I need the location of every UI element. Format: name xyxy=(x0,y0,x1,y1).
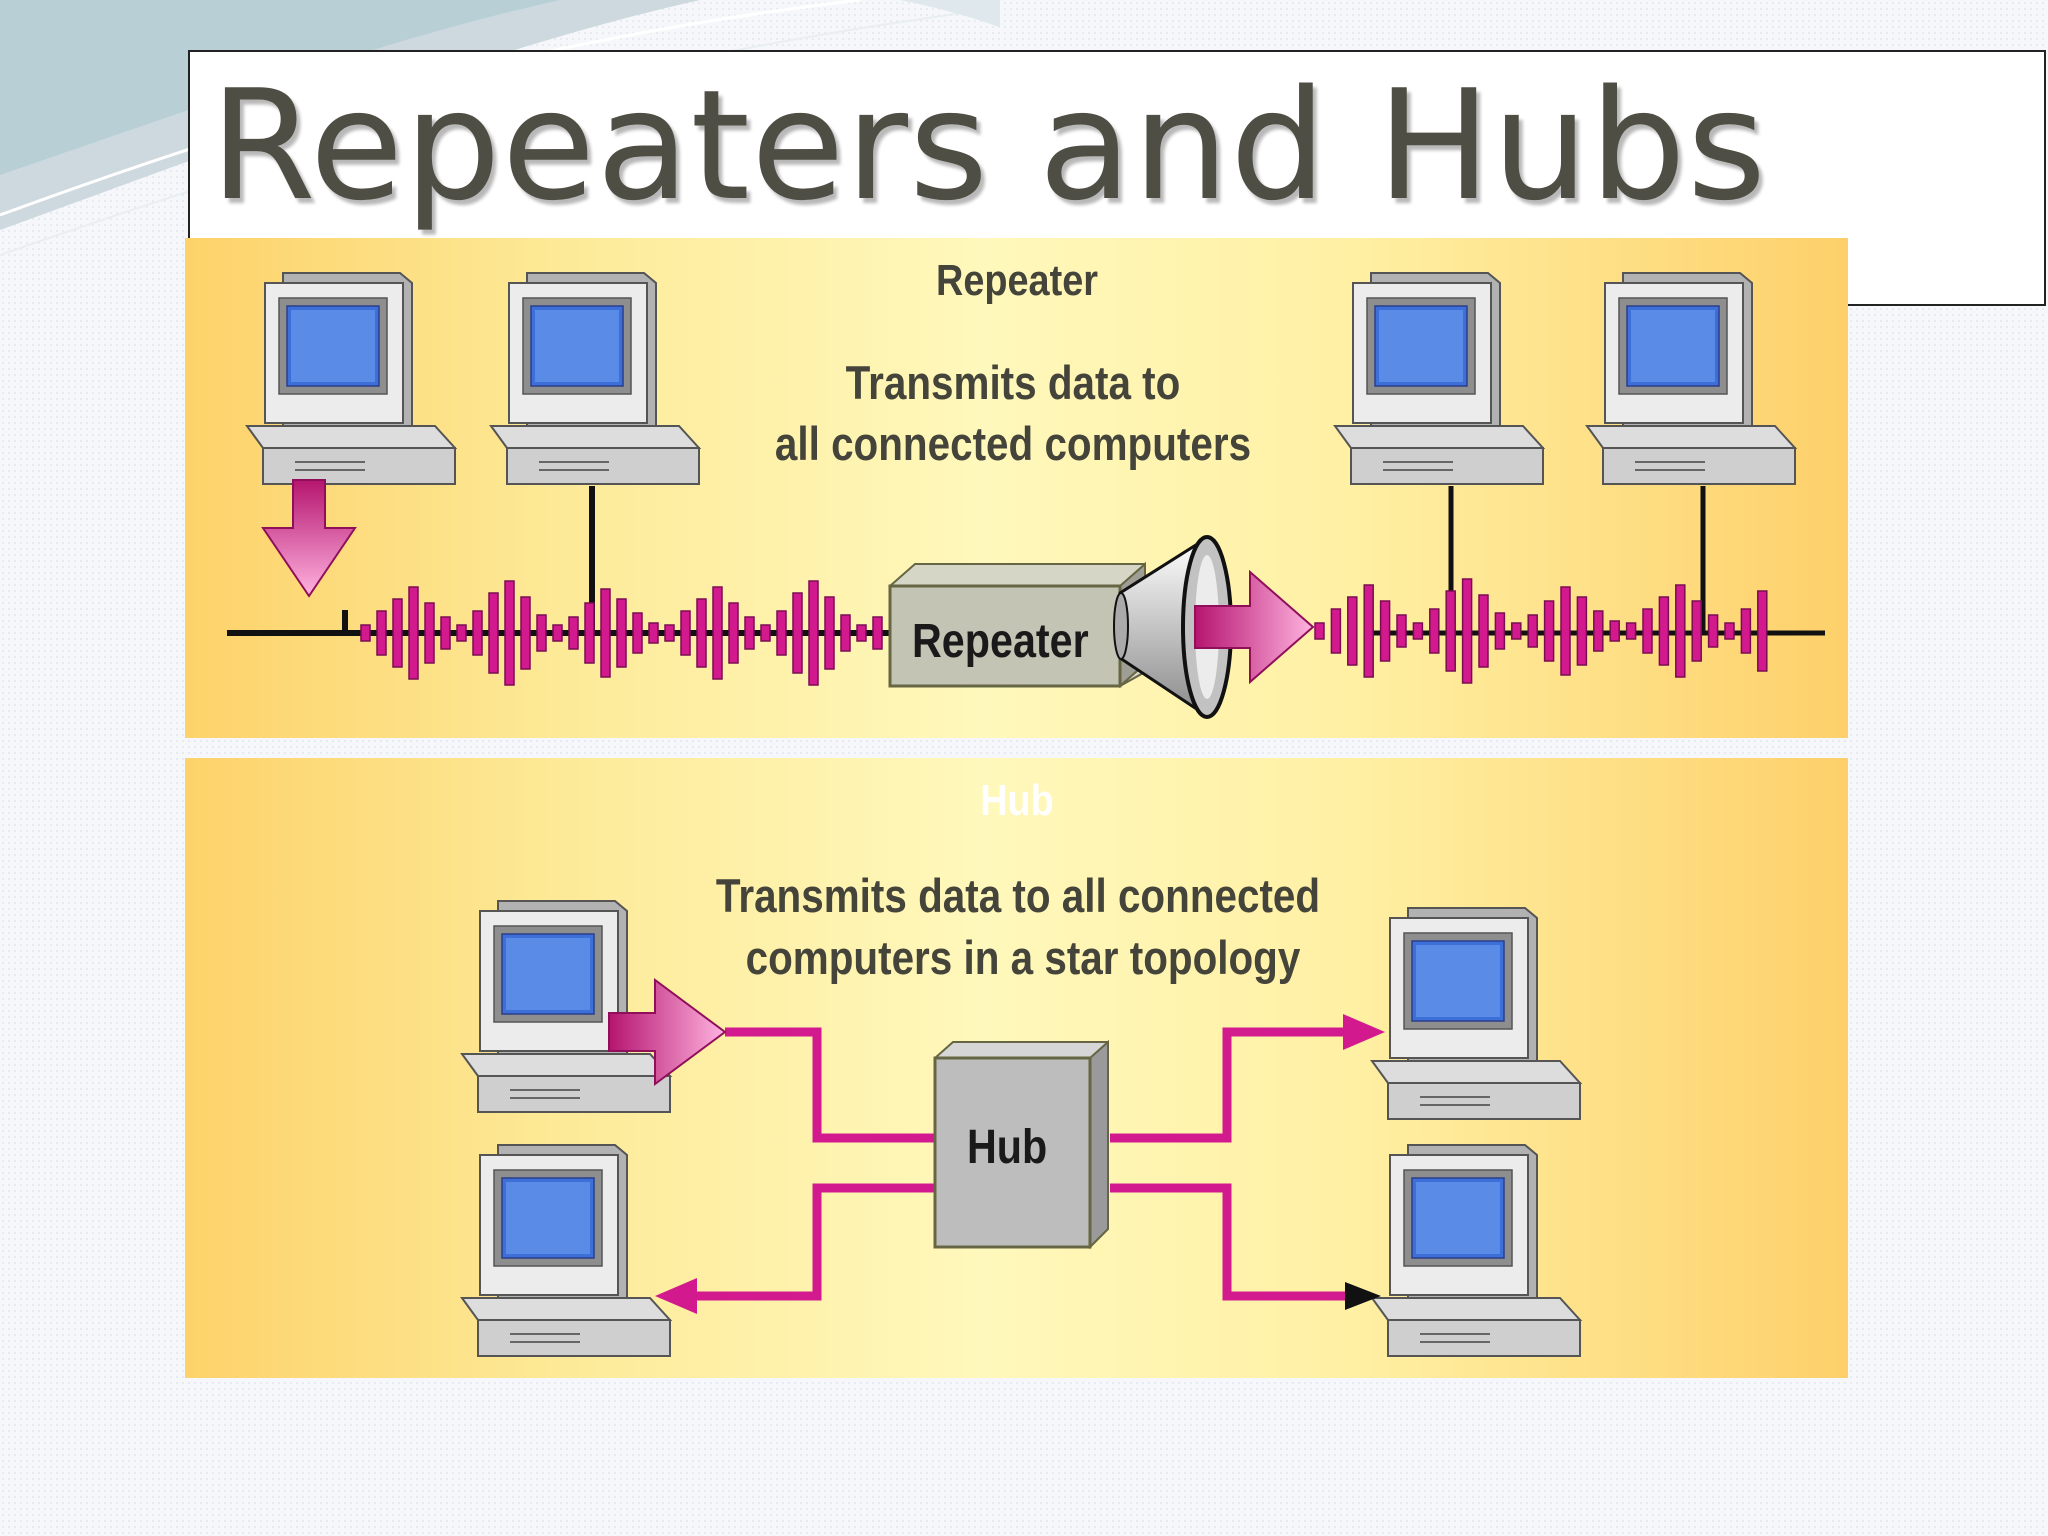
signal-wave-bar xyxy=(664,624,675,642)
signal-wave-bar xyxy=(1560,586,1571,676)
signal-wave-bar xyxy=(1478,594,1489,668)
signal-wave-bar xyxy=(408,586,419,680)
signal-wave-bar xyxy=(824,596,835,670)
signal-wave-bar xyxy=(1445,590,1456,672)
signal-wave-bar xyxy=(1314,622,1325,640)
hub-description-line2: computers in a star topology xyxy=(745,931,1301,984)
signal-wave-bar xyxy=(1511,622,1522,640)
signal-wave-bar xyxy=(872,616,883,650)
signal-wave-bar xyxy=(1347,596,1358,666)
signal-wave-bar xyxy=(424,602,435,664)
signal-wave-bar xyxy=(648,622,659,644)
signal-wave-bar xyxy=(1363,584,1374,678)
repeater-heading: Repeater xyxy=(936,256,1098,305)
signal-wave-bar xyxy=(1593,610,1604,652)
signal-wave-bar xyxy=(568,616,579,650)
down-arrow-icon xyxy=(261,479,357,598)
signal-wave-bar xyxy=(1576,596,1588,666)
signal-wave-bar xyxy=(600,588,611,678)
signal-wave-icon xyxy=(1314,578,1768,684)
signal-wave-bar xyxy=(536,614,547,652)
computer-icon xyxy=(1371,1144,1581,1357)
signal-wave-bar xyxy=(440,616,451,650)
signal-wave-bar xyxy=(1461,578,1473,684)
repeater-label: Repeater xyxy=(912,615,1089,668)
signal-wave-bar xyxy=(840,614,851,652)
signal-wave-bar xyxy=(1740,608,1752,654)
signal-wave-bar xyxy=(1707,614,1719,648)
computer-icon xyxy=(246,272,456,485)
repeater-description-line1: Transmits data to xyxy=(845,356,1181,409)
wire-arrowheads xyxy=(655,1014,1385,1314)
hub-label: Hub xyxy=(967,1121,1048,1174)
right-arrow-icon xyxy=(1194,569,1315,685)
signal-wave-bar xyxy=(1675,584,1686,678)
signal-wave-bar xyxy=(472,610,483,656)
hub-diagram xyxy=(461,900,1581,1357)
signal-wave-bar xyxy=(1658,596,1670,666)
computer-icon xyxy=(1586,272,1796,485)
signal-wave-bar xyxy=(616,598,627,668)
signal-wave-bar xyxy=(1396,614,1407,648)
signal-wave-bar xyxy=(728,602,739,664)
signal-wave-bar xyxy=(712,586,723,680)
signal-wave-bar xyxy=(1609,620,1620,642)
signal-wave-bar xyxy=(584,602,595,664)
hub-panel: Hub Transmits data to all connected comp… xyxy=(185,758,1848,1378)
signal-wave-bar xyxy=(1757,590,1768,672)
signal-wave-bar xyxy=(392,598,403,668)
right-arrow-icon xyxy=(608,978,727,1086)
signal-wave-bar xyxy=(488,592,499,674)
signal-wave-icon xyxy=(360,580,883,686)
signal-wave-bar xyxy=(1330,608,1342,654)
signal-wave-bar xyxy=(680,610,691,656)
signal-wave-bar xyxy=(1724,622,1735,640)
signal-wave-bar xyxy=(1625,622,1637,640)
signal-wave-bar xyxy=(808,580,819,686)
signal-wave-bar xyxy=(360,624,371,642)
hub-wiring xyxy=(690,1027,1363,1301)
signal-wave-bar xyxy=(376,610,387,656)
computer-icon xyxy=(1334,272,1544,485)
signal-wave-bar xyxy=(632,612,643,654)
slide-title: Repeaters and Hubs xyxy=(210,57,1768,234)
signal-wave-bar xyxy=(456,624,467,642)
signal-wave-bar xyxy=(776,610,787,656)
hub-heading: Hub xyxy=(980,776,1054,825)
repeater-diagram xyxy=(227,272,1825,719)
signal-wave-bar xyxy=(1494,612,1506,650)
signal-wave-bar xyxy=(1642,608,1653,654)
signal-wave-bar xyxy=(1412,622,1424,640)
computer-icon xyxy=(1371,907,1581,1120)
signal-wave-bar xyxy=(760,624,771,642)
computer-icon xyxy=(461,900,671,1113)
signal-wave-bar xyxy=(744,616,755,650)
repeater-panel: Repeater Transmits data to all connected… xyxy=(185,238,1848,738)
signal-wave-bar xyxy=(792,592,803,674)
signal-wave-bar xyxy=(1429,608,1440,654)
signal-wave-bar xyxy=(856,624,867,642)
hub-device xyxy=(933,1039,1109,1250)
signal-wave-bar xyxy=(1379,600,1391,662)
signal-wave-bar xyxy=(696,598,707,668)
signal-wave-bar xyxy=(1527,614,1538,648)
signal-wave-bar xyxy=(552,624,563,642)
computer-icon xyxy=(461,1144,671,1357)
signal-wave-bar xyxy=(1543,600,1555,662)
hub-description-line1: Transmits data to all connected xyxy=(715,869,1321,922)
signal-wave-bar xyxy=(504,580,515,686)
computer-icon xyxy=(490,272,700,485)
signal-wave-bar xyxy=(1691,600,1702,662)
signal-wave-bar xyxy=(520,596,531,670)
repeater-description-line2: all connected computers xyxy=(774,417,1252,470)
